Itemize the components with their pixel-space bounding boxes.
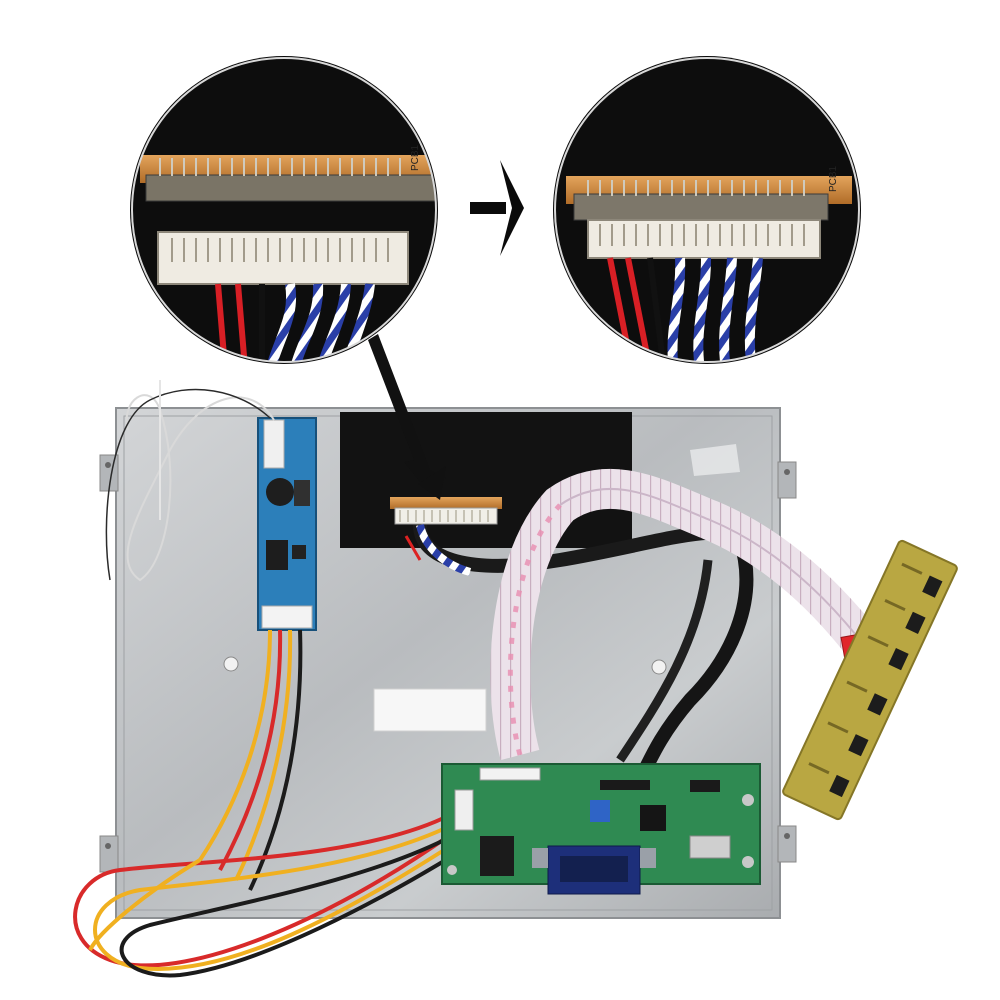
panel-fpc-connector bbox=[390, 497, 502, 525]
zoom-callout-disconnected: PCB1 bbox=[130, 56, 438, 364]
power-wires bbox=[73, 629, 456, 978]
arrow-right-icon bbox=[470, 160, 524, 256]
inverter-board bbox=[105, 380, 317, 631]
fpc-label-left: PCB1 bbox=[410, 144, 421, 171]
fpc-label-right: PCB1 bbox=[828, 165, 839, 192]
zoom-callout-connected: PCB1 bbox=[553, 56, 861, 364]
controller-board bbox=[441, 763, 761, 895]
keypad-board bbox=[782, 539, 958, 821]
callout-pointer bbox=[368, 334, 446, 500]
